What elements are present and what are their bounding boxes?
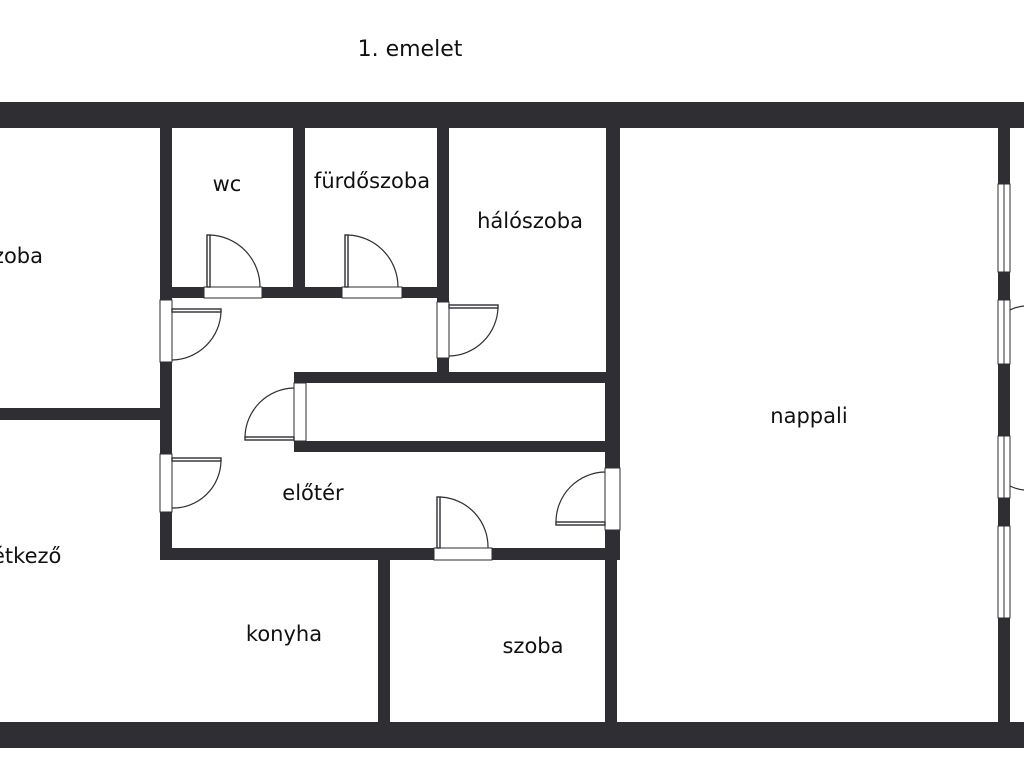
room-label-nappali: nappali — [770, 404, 847, 428]
wall-wc-bottom-a — [172, 287, 204, 298]
room-label-furdoszoba: fürdőszoba — [314, 169, 430, 193]
wall-konyha-szoba — [378, 560, 390, 722]
wall-corridor-left-b — [160, 362, 172, 454]
wall-right-b — [998, 272, 1010, 300]
wall-bottom — [0, 722, 1024, 748]
doors — [159, 234, 621, 561]
door-wc — [203, 234, 263, 299]
wall-island-bottom — [294, 441, 620, 452]
window-2 — [997, 299, 1011, 365]
wall-furdo-right — [437, 128, 449, 302]
window-3 — [997, 435, 1011, 499]
wall-wc-bottom-b — [262, 287, 342, 298]
wall-right-e — [998, 618, 1010, 722]
wall-corridor-bottom-b — [492, 548, 620, 560]
room-label-etkezo: étkező — [0, 544, 61, 568]
door-haloszoba — [436, 301, 499, 359]
door-island — [244, 382, 307, 442]
door-nappali — [555, 467, 621, 531]
wall-szoba-nappali — [605, 560, 617, 722]
wall-corridor-right-low — [605, 452, 620, 468]
windows — [997, 183, 1024, 619]
room-label-konyha: konyha — [246, 622, 322, 646]
wall-corridor-left-a — [160, 128, 172, 300]
room-label-szoba-left: szoba — [0, 244, 43, 268]
wall-halo-left-low — [437, 358, 449, 372]
wall-right-d — [998, 498, 1010, 526]
wall-island-right — [605, 372, 620, 452]
room-labels: szoba wc fürdőszoba hálószoba nappali el… — [0, 169, 848, 658]
walls — [0, 102, 1024, 748]
wall-top — [0, 102, 1024, 128]
door-left-bottom — [159, 453, 222, 513]
wall-island-top — [294, 372, 620, 383]
door-szoba-bottom — [433, 496, 493, 561]
wall-wc-bottom-c — [402, 287, 449, 298]
wall-left-divider — [0, 408, 160, 420]
door-left-top — [159, 299, 222, 363]
floor-title: 1. emelet — [358, 37, 463, 62]
wall-wc-right — [293, 128, 305, 298]
wall-corridor-bottom-a — [160, 548, 434, 560]
room-label-wc: wc — [213, 172, 242, 196]
room-label-haloszoba: hálószoba — [477, 209, 583, 233]
room-label-szoba-bottom: szoba — [502, 634, 563, 658]
door-furdoszoba — [341, 234, 403, 299]
window-1 — [997, 183, 1011, 273]
room-label-eloter: előtér — [282, 481, 344, 505]
wall-right-c — [998, 364, 1010, 436]
wall-right-a — [998, 128, 1010, 184]
window-4 — [997, 525, 1011, 619]
